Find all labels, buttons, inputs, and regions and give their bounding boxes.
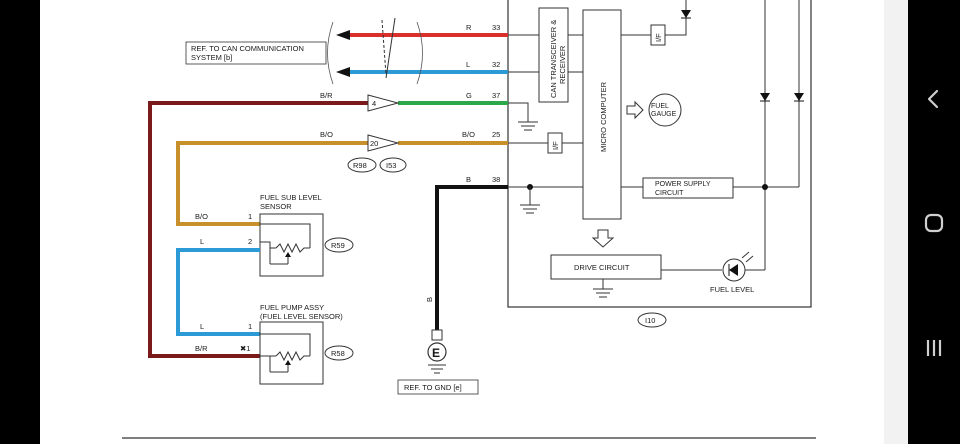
l-wire [176,248,260,336]
diode-top [681,10,691,18]
bo-wire-pin: 25 [492,130,500,139]
gnd-wire-color: B [425,297,434,302]
if-label-lower: I/F [551,141,560,150]
twist-slash [385,17,396,79]
blue-wire-color: L [466,60,470,69]
connector-i53[interactable] [379,157,407,173]
gnd-ref-box [397,379,479,395]
pump-assy-label: FUEL PUMP ASSY(FUEL LEVEL SENSOR) [260,303,343,321]
ground-e-circle [427,342,447,362]
led-diode [729,264,738,276]
can-transceiver-block [538,7,569,103]
if-label-upper: I/F [654,33,663,42]
sub-sensor-wiper-head [285,252,291,257]
junction-pin-4: 4 [372,99,376,108]
junction-connector-20 [367,134,400,152]
blue-wire-pin: 32 [492,60,500,69]
drive-circuit-box [550,254,662,280]
pump-br-pin: ✖1 [240,344,250,353]
bo-wire [176,141,368,226]
diode-right-a [760,93,770,101]
red-arrow-head [336,30,350,40]
wiring-diagram: CAN TRANSCEIVER &RECEIVER MICRO COMPUTER… [122,0,816,439]
junction-dot-right [762,184,768,190]
green-wire-pin: 37 [492,91,500,100]
bo-wire-color-right: B/O [462,130,475,139]
connector-r98[interactable] [347,157,377,173]
micro-computer-block [582,9,622,220]
sub-sensor-inner-a [260,223,311,248]
bo-wire-color: B/O [320,130,333,139]
ground-connector-block [431,329,443,341]
pump-sensor-resistor [275,350,310,362]
connector-r98-label: R98 [353,161,367,170]
diode-right-b [794,93,804,101]
sub-sensor-resistor [275,242,310,254]
black-wire-pin: 38 [492,175,500,184]
twist-bracket-left [327,21,334,85]
home-circle-icon [924,213,944,233]
br-wire-color: B/R [320,91,333,100]
drive-arrow [591,229,615,248]
pump-sensor-inner-a [260,333,311,356]
if-upper-out [665,10,687,36]
connector-r58[interactable] [324,345,354,361]
led-ray-1 [741,251,750,259]
connector-i10[interactable] [637,312,667,328]
recents-bars-icon [926,340,942,356]
sub-bo-color: B/O [195,212,208,221]
twist-bracket-right [416,21,423,85]
recents-button[interactable] [908,326,960,370]
junction-connector-4 [367,94,400,112]
right-gutter [884,0,908,444]
can-ref-box [185,41,327,65]
red-wire-pin: 33 [492,23,500,32]
br-wire [148,101,368,358]
pump-sensor-box [259,321,324,385]
pump-l-pin: 1 [248,322,252,331]
connector-i10-label: I10 [645,316,655,325]
pump-br-color: B/R [195,344,208,353]
sub-l-pin: 2 [248,237,252,246]
led-ray-2 [745,255,754,263]
sub-l-color: L [200,237,204,246]
connector-r58-label: R58 [331,349,345,358]
gnd-ref-label: REF. TO GND [e] [404,383,462,392]
twist-dashed [381,19,387,76]
ground-e-label: E [432,346,440,360]
fuel-gauge-circle [648,93,682,127]
combination-meter-box [507,0,812,308]
connector-r59-label: R59 [331,241,345,250]
back-button[interactable] [908,77,960,121]
green-ground-stem [508,102,529,122]
sub-sensor-box [259,213,324,277]
red-wire-color: R [466,23,472,32]
fuel-gauge-arrow [626,100,644,120]
black-wire-color: B [466,175,471,184]
junction-pin-20: 20 [370,139,378,148]
back-chevron-icon [927,89,939,109]
connector-r59[interactable] [324,237,354,253]
left-dark-bar [0,0,40,444]
drive-circuit-label: DRIVE CIRCUIT [574,263,630,272]
power-supply-box [642,177,734,199]
can-transceiver-label: CAN TRANSCEIVER &RECEIVER [549,20,567,98]
home-button[interactable] [908,201,960,245]
android-nav-bar [908,0,960,444]
connector-i53-label: I53 [386,161,396,170]
green-wire-color: G [466,91,472,100]
blue-arrow-head [336,67,350,77]
micro-computer-label: MICRO COMPUTER [599,81,608,152]
sub-bo-pin: 1 [248,212,252,221]
pump-l-color: L [200,322,204,331]
black-wire [435,185,508,330]
pump-sensor-wiper-head [285,360,291,365]
fuel-level-label: FUEL LEVEL [710,285,754,294]
